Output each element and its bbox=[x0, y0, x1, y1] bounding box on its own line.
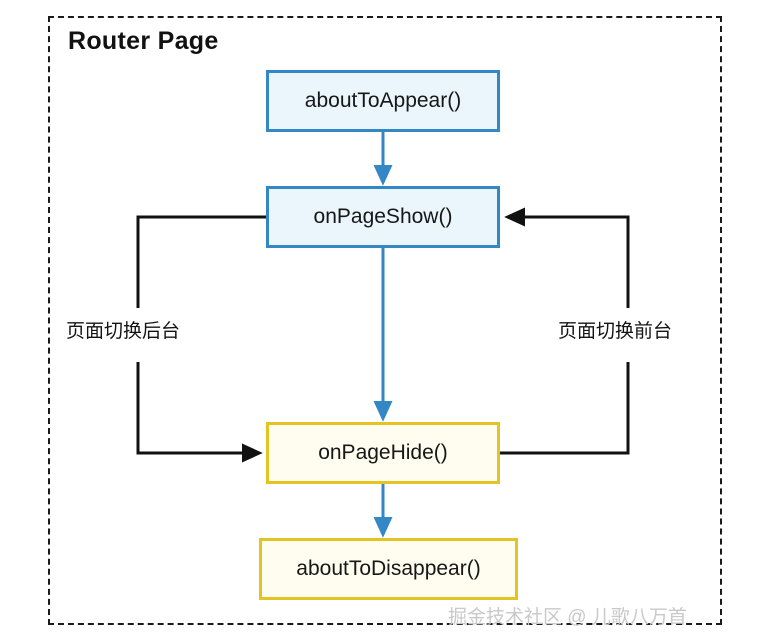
edge-label-to-foreground: 页面切换前台 bbox=[554, 314, 677, 345]
node-label: aboutToAppear() bbox=[304, 89, 462, 112]
node-label: aboutToDisappear() bbox=[296, 557, 481, 580]
edge-label-to-background: 页面切换后台 bbox=[62, 314, 185, 345]
router-page-frame bbox=[48, 16, 722, 625]
node-label: onPageHide() bbox=[318, 441, 448, 464]
watermark: 掘金技术社区 @ 儿歌八万首 bbox=[448, 607, 687, 628]
node-label: onPageShow() bbox=[313, 205, 453, 228]
node-on-page-hide[interactable]: onPageHide() bbox=[266, 422, 500, 484]
frame-title: Router Page bbox=[68, 27, 219, 55]
node-on-page-show[interactable]: onPageShow() bbox=[266, 186, 500, 248]
node-about-to-appear[interactable]: aboutToAppear() bbox=[266, 70, 500, 132]
node-about-to-disappear[interactable]: aboutToDisappear() bbox=[259, 538, 518, 600]
